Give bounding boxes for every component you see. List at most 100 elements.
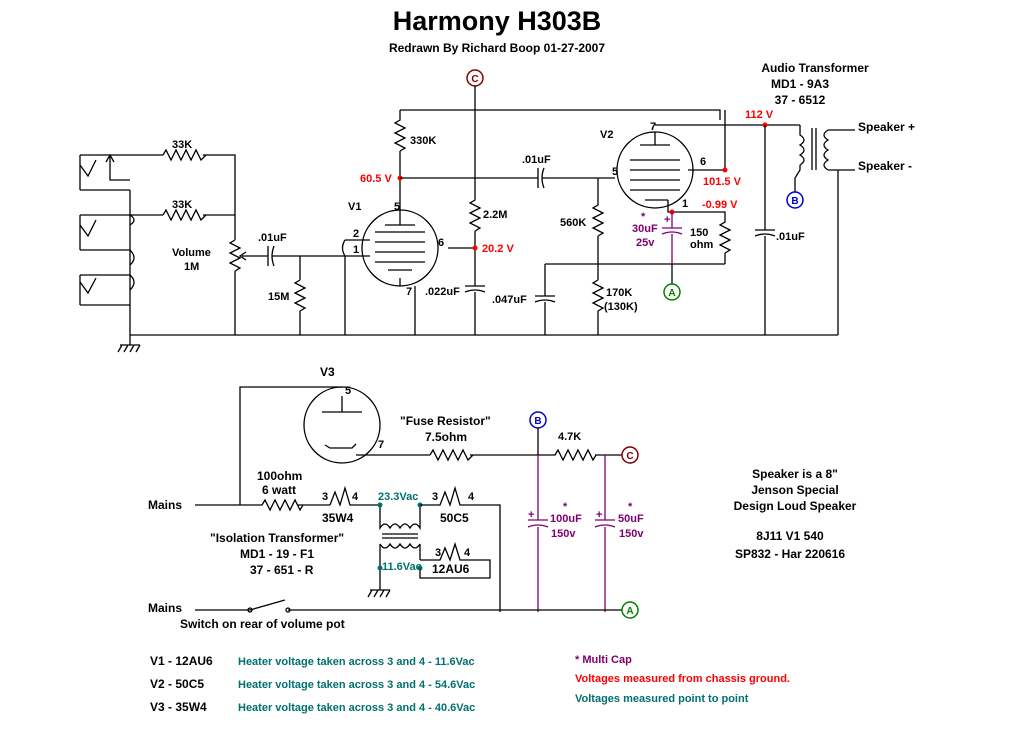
v2-label: V2: [600, 129, 613, 141]
r33k-a-label: 33K: [172, 139, 192, 151]
r47k-label: 4.7K: [558, 431, 581, 443]
h50c5-label: 50C5: [440, 511, 469, 525]
svg-text:A: A: [626, 606, 633, 617]
v3-tube: [303, 386, 381, 464]
heater-voltage-2: 11.6Vac: [382, 561, 422, 573]
svg-text:V1 - 12AU6: V1 - 12AU6: [150, 654, 213, 668]
node-b-transformer: B: [786, 191, 804, 209]
c50-label: 50uF: [618, 513, 644, 525]
svg-text:C: C: [471, 74, 478, 85]
v1-screen-voltage: 20.2 V: [482, 243, 514, 255]
v2-pin1: 1: [682, 198, 688, 210]
c50-voltage: 150v: [619, 528, 644, 540]
svg-text:Heater voltage taken across 3: Heater voltage taken across 3 and 4 - 54…: [238, 679, 475, 691]
v3-pin5: 5: [345, 385, 351, 397]
svg-text:* Multi Cap: * Multi Cap: [575, 654, 632, 666]
svg-text:Heater voltage taken across 3: Heater voltage taken across 3 and 4 - 40…: [238, 702, 475, 714]
v2-tube: [616, 131, 694, 209]
c50-plus: +: [596, 509, 602, 521]
svg-text:C: C: [626, 451, 633, 462]
r150-label: 150: [690, 227, 708, 239]
diagram-subtitle: Redrawn By Richard Boop 01-27-2007: [389, 41, 605, 55]
r100-watt: 6 watt: [262, 483, 296, 497]
r33k-b-label: 33K: [172, 199, 192, 211]
isolation-transformer: [379, 505, 421, 590]
ground-symbol-supply: [367, 589, 391, 598]
heater-voltage-1: 23.3Vac: [378, 491, 418, 503]
r15m-label: 15M: [268, 291, 289, 303]
svg-text:MD1 - 9A3: MD1 - 9A3: [771, 77, 829, 91]
c01-coupling-label: .01uF: [522, 154, 551, 166]
mains-label-1: Mains: [148, 498, 182, 512]
c100-voltage: 150v: [551, 528, 576, 540]
b-plus-voltage: 112 V: [745, 109, 774, 121]
v2-pin6: 6: [700, 156, 706, 168]
legend: * Multi Cap Voltages measured from chass…: [575, 654, 790, 705]
v3-pin7: 7: [378, 439, 384, 451]
speaker-minus: Speaker -: [858, 159, 912, 173]
c01-output-label: .01uF: [776, 231, 805, 243]
h50c5-pin4: 4: [468, 491, 475, 503]
audio-transformer-label: Audio Transformer MD1 - 9A3 37 - 6512: [761, 61, 869, 107]
node-c-supply: C: [621, 446, 639, 464]
r170k-alt-label: (130K): [604, 301, 638, 313]
v1-pin1: 1: [353, 244, 359, 256]
ground-symbol-top: [117, 335, 141, 353]
mains-label-2: Mains: [148, 601, 182, 615]
r150-unit: ohm: [690, 239, 713, 251]
volume-pot: [228, 239, 250, 335]
svg-text:Design Loud Speaker: Design Loud Speaker: [734, 499, 857, 513]
svg-text:A: A: [668, 288, 675, 299]
node-a-supply: A: [621, 601, 639, 619]
svg-text:Audio Transformer: Audio Transformer: [761, 61, 869, 75]
svg-text:Voltages measured from chassis: Voltages measured from chassis ground.: [575, 673, 790, 685]
c100-plus: +: [528, 509, 534, 521]
r330k-label: 330K: [410, 135, 436, 147]
iso-transformer-label-2: MD1 - 19 - F1: [240, 547, 314, 561]
c50-star: *: [628, 501, 633, 513]
svg-text:V2 - 50C5: V2 - 50C5: [150, 677, 204, 691]
v1-tube: [361, 209, 439, 287]
svg-text:SP832 - Har 220616: SP832 - Har 220616: [735, 547, 845, 561]
r22m-label: 2.2M: [483, 209, 507, 221]
v1-label: V1: [348, 201, 361, 213]
c30-label: 30uF: [632, 223, 658, 235]
svg-text:V3 - 35W4: V3 - 35W4: [150, 700, 207, 714]
h12au6-pin4: 4: [464, 547, 471, 559]
v1-plate-voltage: 60.5 V: [360, 173, 392, 185]
c100-star: *: [563, 501, 568, 513]
v3-label: V3: [320, 365, 335, 379]
c01-input-label: .01uF: [258, 232, 287, 244]
svg-text:B: B: [791, 196, 798, 207]
v1-pin6: 6: [438, 237, 444, 249]
v2-screen-voltage: 101.5 V: [703, 176, 742, 188]
svg-text:Heater voltage taken across 3: Heater voltage taken across 3 and 4 - 11…: [238, 656, 475, 668]
c30-star: *: [641, 211, 646, 223]
svg-text:Speaker is a 8": Speaker is a 8": [752, 467, 838, 481]
volume-label: Volume: [172, 247, 211, 259]
c100-label: 100uF: [550, 513, 582, 525]
c30-voltage: 25v: [636, 237, 655, 249]
r170k-label: 170K: [606, 287, 632, 299]
h50c5-pin3: 3: [432, 491, 438, 503]
tube-notes: V1 - 12AU6 Heater voltage taken across 3…: [150, 654, 475, 714]
v1-pin5: 5: [394, 201, 400, 213]
r560k-label: 560K: [560, 217, 586, 229]
svg-text:Jenson Special: Jenson Special: [751, 483, 838, 497]
h12au6-pin3: 3: [435, 547, 441, 559]
h35w4-label: 35W4: [322, 511, 354, 525]
switch-note: Switch on rear of volume pot: [180, 617, 345, 631]
svg-text:8J11 V1 540: 8J11 V1 540: [756, 529, 824, 543]
node-b-supply: B: [529, 411, 547, 429]
v2-pin7: 7: [650, 121, 656, 133]
c047-label: .047uF: [492, 294, 527, 306]
h35w4-pin3: 3: [322, 491, 328, 503]
h35w4-pin4: 4: [352, 491, 359, 503]
speaker-note: Speaker is a 8" Jenson Special Design Lo…: [734, 467, 857, 561]
v2-cathode-voltage: -0.99 V: [702, 199, 738, 211]
svg-text:37 - 6512: 37 - 6512: [775, 93, 826, 107]
diagram-title: Harmony H303B: [393, 6, 602, 36]
fuse-resistor-label: "Fuse Resistor": [400, 414, 491, 428]
h12au6-label: 12AU6: [432, 562, 470, 576]
